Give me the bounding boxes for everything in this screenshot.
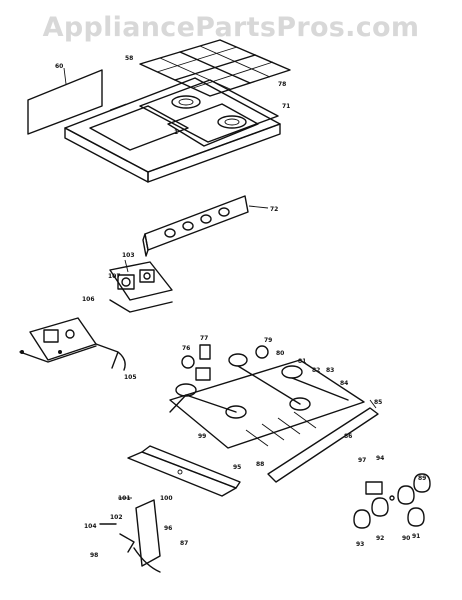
label-97: 97	[358, 457, 366, 464]
part-91-knobs	[353, 473, 431, 529]
part-86-manifold-bar	[267, 399, 379, 483]
label-102: 102	[110, 514, 123, 521]
label-84: 84	[340, 380, 348, 387]
label-93: 93	[356, 541, 364, 548]
label-58: 58	[125, 55, 133, 62]
part-105-valve-bracket	[19, 317, 126, 371]
label-79: 79	[264, 337, 272, 344]
label-71: 71	[282, 103, 290, 110]
label-88: 88	[256, 461, 264, 468]
label-90: 90	[402, 535, 410, 542]
label-1: 1	[174, 129, 178, 136]
part-78-grates	[139, 39, 291, 97]
part-99-bracket	[127, 445, 241, 497]
label-87: 87	[180, 540, 188, 547]
watermark: AppliancePartsPros.com	[42, 12, 420, 43]
label-91: 91	[412, 533, 420, 540]
label-81: 81	[298, 358, 306, 365]
label-85: 85	[374, 399, 382, 406]
part-71-drip-plate	[139, 79, 279, 143]
label-76: 76	[182, 345, 190, 352]
label-82: 82	[312, 367, 320, 374]
part-102-igniter-bracket	[99, 497, 161, 573]
label-101: 101	[118, 495, 131, 502]
part-77-valve	[195, 344, 211, 381]
label-99: 99	[198, 433, 206, 440]
label-80: 80	[276, 350, 284, 357]
label-77: 77	[200, 335, 208, 342]
label-100: 100	[160, 495, 173, 502]
label-83: 83	[326, 367, 334, 374]
part-72-control-panel	[142, 195, 269, 257]
label-86: 86	[344, 433, 352, 440]
label-94: 94	[376, 455, 384, 462]
label-60: 60	[55, 63, 63, 70]
part-103-regulator	[109, 259, 173, 313]
label-92: 92	[376, 535, 384, 542]
label-95: 95	[233, 464, 241, 471]
label-103: 103	[122, 252, 135, 259]
part-labels: 60 58 78 71 1 72 103 107 106 105 77 76 7…	[55, 55, 426, 559]
label-107: 107	[108, 273, 121, 280]
label-106: 106	[82, 296, 95, 303]
part-76-burner	[175, 345, 311, 419]
label-89: 89	[418, 475, 426, 482]
label-78: 78	[278, 81, 286, 88]
label-104: 104	[84, 523, 97, 530]
label-105: 105	[124, 374, 137, 381]
part-81-manifold	[169, 359, 365, 449]
part-60-rear-panel	[27, 67, 103, 135]
label-72: 72	[270, 206, 278, 213]
label-96: 96	[164, 525, 172, 532]
label-98: 98	[90, 552, 98, 559]
